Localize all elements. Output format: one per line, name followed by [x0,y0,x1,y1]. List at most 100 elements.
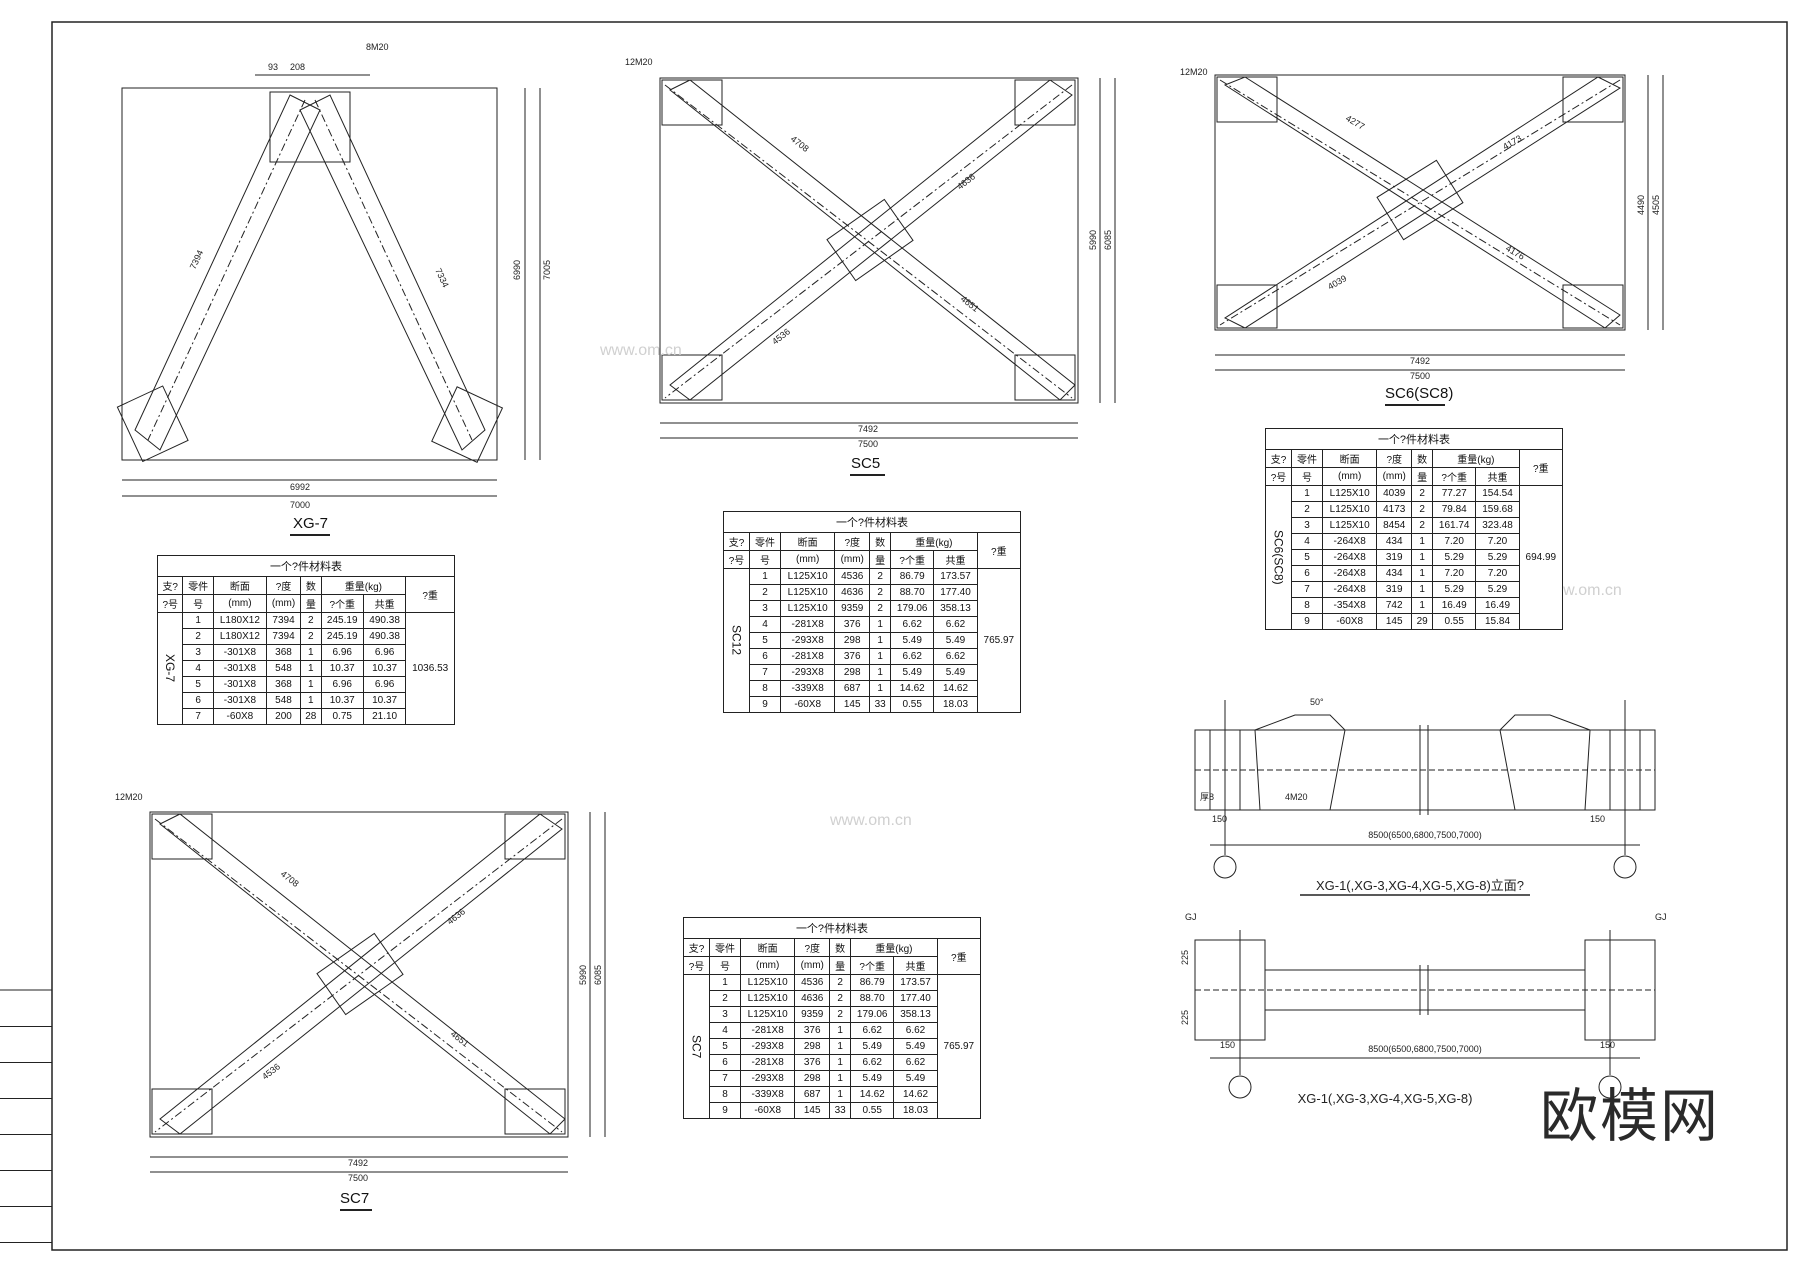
table-cell: 15.84 [1475,613,1520,630]
table-cell: 4 [1290,533,1324,550]
table-cell: 77.27 [1432,485,1477,502]
table-cell: 376 [834,648,871,665]
table-cell: 1 [300,692,322,709]
table-cell: 18.03 [893,1102,938,1119]
table-cell: 5.49 [890,632,935,649]
table-member-label: SC6(SC8) [1265,485,1292,630]
sc5-dim-diag-d: 4536 [770,326,792,346]
table-cell: -301X8 [212,660,267,677]
table-header: 重量(kg) [850,938,938,957]
elev1-gusset-left [1254,714,1346,811]
table-cell: 1 [869,648,892,665]
xg7-dim-height-outer: 7005 [542,260,552,280]
table-cell: 86.79 [850,974,895,991]
table-cell: 5.49 [933,632,978,649]
sc7-dim-diag-b: 4636 [445,906,467,926]
table-cell: 687 [794,1086,831,1103]
table-cell: 79.84 [1432,501,1477,518]
sc5-dim-diag-a: 4708 [789,134,811,154]
table-header: ?重 [976,532,1022,569]
xg7-label: XG-7 [293,515,329,532]
elev1-bolt: 4M20 [1285,792,1308,802]
xg7-outline [121,87,498,461]
table-cell: 434 [1376,533,1413,550]
table-cell: 319 [1376,549,1413,566]
elevation-1 [1194,700,1656,896]
sc5-gusset-br [1014,354,1076,401]
material-table-xg7: 一个?件材料表支?零件断面?度数重量(kg)?重?号号(mm)(mm)量?个重共… [156,555,455,725]
table-subheader: (mm) [794,956,831,975]
sc7-dim-height-outer: 6085 [593,965,603,985]
table-cell: 2 [708,990,742,1007]
table-cell: L125X10 [780,600,836,617]
table-cell: -264X8 [1322,549,1378,566]
material-table-sc6: 一个?件材料表支?零件断面?度数重量(kg)?重?号号(mm)(mm)量?个重共… [1265,428,1564,630]
table-cell: 8 [708,1086,742,1103]
sc6-dim-height-outer: 4505 [1651,195,1661,215]
table-total-weight: 765.97 [976,568,1022,713]
table-cell: 8454 [1376,517,1413,534]
table-cell: 6 [748,648,782,665]
table-subheader: (mm) [212,594,267,613]
table-cell: 298 [834,632,871,649]
table-cell: 7.20 [1432,533,1477,550]
table-cell: 6 [1290,565,1324,582]
table-cell: 7.20 [1475,533,1520,550]
table-cell: 33 [869,696,892,713]
table-total-weight: 1036.53 [405,612,455,725]
table-subheader: ?号 [1265,467,1292,486]
sc6-label: SC6(SC8) [1385,385,1454,402]
table-header: ?度 [794,938,831,957]
table-cell: 4 [708,1022,742,1039]
panel-sc6 [1214,74,1664,406]
xg7-dim-leg2: 7334 [433,267,451,289]
table-subheader: 量 [300,594,322,613]
sc5-gusset-bl [661,354,723,401]
sc7-gusset-center [316,932,404,1016]
table-subheader: 量 [1411,467,1434,486]
xg7-dim-top-b: 208 [290,62,305,72]
table-cell: 10.37 [362,660,407,677]
sc6-dim-diag-c: 4176 [1504,243,1526,262]
watermark-site-1: www.om.cn [599,342,682,359]
table-cell: 1 [300,644,322,661]
table-cell: 2 [748,584,782,601]
table-cell: 9 [708,1102,742,1119]
sc5-gusset-tr [1014,79,1076,126]
table-header: 数 [300,576,322,595]
table-cell: 5 [748,632,782,649]
sc7-diag-1 [159,813,566,1135]
table-subheader: 共重 [893,956,938,975]
sc5-diag-1 [669,79,1076,401]
table-cell: -293X8 [780,632,836,649]
table-cell: 7394 [265,628,302,645]
table-subheader: (mm) [265,594,302,613]
table-cell: 200 [265,708,302,725]
elev2-gj-left: GJ [1185,912,1197,922]
sc5-dim-width-inner: 7492 [858,424,878,434]
sc7-gusset-tr [504,813,566,860]
table-cell: 29 [1411,613,1434,630]
elevation-2 [1194,930,1656,1099]
xg7-bolt-note: 8M20 [366,42,389,52]
table-cell: -281X8 [740,1054,796,1071]
table-cell: 1 [300,660,322,677]
table-cell: 177.40 [893,990,938,1007]
table-cell: 1 [748,568,782,585]
table-cell: 14.62 [850,1086,895,1103]
sc7-dim-height-inner: 5990 [578,965,588,985]
sc6-diag-2 [1223,76,1622,329]
table-cell: 6.62 [893,1022,938,1039]
